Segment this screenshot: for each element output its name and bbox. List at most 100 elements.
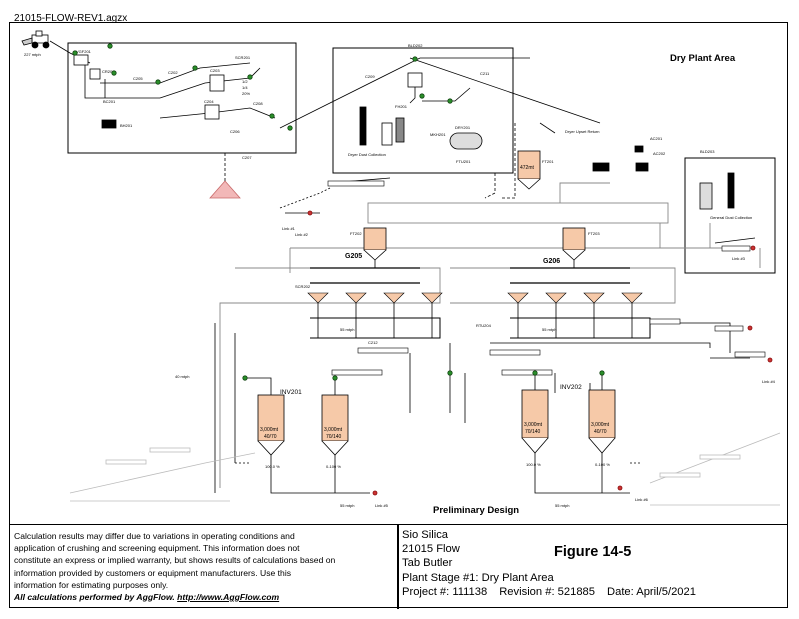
rate-label-1: 55 mtph: [340, 327, 354, 332]
ft201-label: FT201: [542, 159, 554, 164]
dust-stack-1: [359, 106, 367, 146]
fh201-hopper: [407, 72, 423, 88]
project-info: Sio Silica 21015 Flow Tab Butler Plant S…: [402, 528, 782, 599]
c209-label: C209: [365, 74, 375, 79]
stacker-line: [279, 57, 601, 129]
disclaimer-line-2: application of crushing and screening eq…: [14, 543, 300, 554]
bc201-label: BC201: [103, 99, 116, 104]
ft202-label: FT202: [350, 231, 362, 236]
dryer-drum: [449, 132, 483, 150]
silo203-grade: 70/140: [525, 429, 541, 435]
general-dust-collection: General Dust Collection: [710, 215, 752, 220]
rate-label-2: 55 mtph: [542, 327, 556, 332]
rate-label-5: 55 mtph: [555, 503, 569, 508]
ft203-label: FT203: [588, 231, 600, 236]
company-name: Sio Silica: [402, 529, 449, 541]
loader-rate: 227 mtph: [24, 52, 41, 57]
rate-label-4: 55 mtph: [340, 503, 354, 508]
silo202-pct: 0-100 %: [326, 464, 341, 469]
unit-icon-2: [635, 162, 649, 172]
link3-label: Link #3: [732, 256, 746, 261]
screen-label: SCR202: [295, 284, 311, 289]
disclaimer-line-4: information provided by customers or equ…: [14, 567, 292, 578]
front-end-loader-icon: [21, 30, 50, 49]
screen-split: 20%: [242, 91, 250, 96]
disclaimer-line-5: information for estimating purposes only…: [14, 579, 169, 590]
link5-label: Link #5: [375, 503, 389, 508]
silo203-cap: 3,000mt: [524, 422, 543, 428]
ac201-label: AC201: [650, 136, 663, 141]
flow-diagram: Dry Plant Area 227 mtph VGF201 CR201 BC2…: [21, 30, 781, 516]
rate-label-3: 40 mtph: [175, 374, 189, 379]
file-title: 21015-FLOW-REV1.agzx: [14, 13, 128, 24]
area-label: Dry Plant Area: [670, 53, 736, 64]
silo201-grade: 40/70: [264, 434, 277, 440]
vgf-label: VGF201: [76, 49, 92, 54]
disclaimer-line-1: Calculation results may differ due to va…: [14, 531, 295, 541]
title-block-divider: [397, 525, 399, 609]
general-dust-collector: [699, 182, 713, 210]
ac201-icon: [634, 145, 644, 153]
c208-label: C208: [253, 101, 263, 106]
vgf201-feeder: [73, 54, 89, 66]
rtu-label: RTU204: [476, 323, 492, 328]
stockpile: [209, 180, 241, 199]
silo-201: 3,000mt 40/70 100.0 %: [257, 394, 285, 469]
project-date: Date: April/5/2021: [607, 585, 696, 598]
cr-label: CR201: [102, 69, 115, 74]
bh201-label: BH201: [120, 123, 133, 128]
person-name: Tab Butler: [402, 557, 453, 570]
disclaimer-line-6: All calculations performed by AggFlow. h…: [14, 591, 394, 603]
inv201-label: INV201: [280, 389, 302, 396]
bld202-label: BLD202: [408, 43, 423, 48]
gray-conveyor-network: [219, 182, 761, 488]
c203-label: C203: [210, 68, 220, 73]
aggflow-link[interactable]: http://www.AggFlow.com: [177, 592, 280, 603]
bh201-baghouse: [101, 119, 117, 129]
crushing-area-box: [67, 42, 297, 154]
flow-name: 21015 Flow: [402, 543, 460, 556]
drawing-frame: [9, 22, 788, 608]
silo-203: 3,000mt 70/140 100.0 %: [521, 389, 549, 467]
silo202-cap: 3,000mt: [324, 427, 343, 433]
revision-number: Revision #: 521885: [499, 585, 596, 598]
silo204-grade: 40/70: [594, 429, 607, 435]
silo-204: 3,000mt 40/70 0-100 %: [588, 389, 616, 467]
figure-label: Figure 14-5: [554, 544, 632, 560]
scr201-label: SCR201: [235, 55, 251, 60]
dust-collector-2: [395, 117, 405, 143]
link1-label: Link #1: [282, 226, 296, 231]
dryer-label: DRY201: [455, 125, 471, 130]
link2-label: Link #2: [295, 232, 309, 237]
c204-label: C204: [204, 99, 214, 104]
screen-deck: [209, 74, 225, 92]
c202-label: C202: [168, 70, 178, 75]
silo203-pct: 100.0 %: [526, 462, 541, 467]
plant-stage: Plant Stage #1: Dry Plant Area: [402, 571, 554, 584]
screen-size-2: 1/4: [242, 85, 248, 90]
upset-label: Dryer Upset Return: [565, 129, 599, 134]
c207-label: C207: [242, 155, 252, 160]
silo201-cap: 3,000mt: [260, 427, 279, 433]
silo202-grade: 70/140: [326, 434, 342, 440]
bld203-label: BLD203: [700, 149, 715, 154]
dust-collector-1: [381, 122, 393, 146]
ft201-capacity: 472mt: [520, 165, 535, 171]
silo201-pct: 100.0 %: [265, 464, 280, 469]
inv202-label: INV202: [560, 384, 582, 391]
dust-collection-box: [684, 157, 776, 274]
g206-assembly: G206 FT203: [543, 227, 600, 265]
title-block: Calculation results may differ due to va…: [9, 524, 788, 609]
g205-assembly: G205 FT202: [345, 227, 387, 261]
c206-label: C206: [230, 129, 240, 134]
ftu-label: FTU201: [456, 159, 471, 164]
cr201-crusher: [89, 68, 101, 80]
g205-label: G205: [345, 253, 362, 260]
link6-label: Link #6: [635, 497, 649, 502]
g206-label: G206: [543, 258, 560, 265]
dryer-area-box: [332, 47, 514, 174]
optional-load-out: [69, 432, 781, 506]
crusher-box: [204, 104, 220, 120]
fh-label: FH201: [395, 104, 408, 109]
screens-group: [307, 292, 643, 304]
